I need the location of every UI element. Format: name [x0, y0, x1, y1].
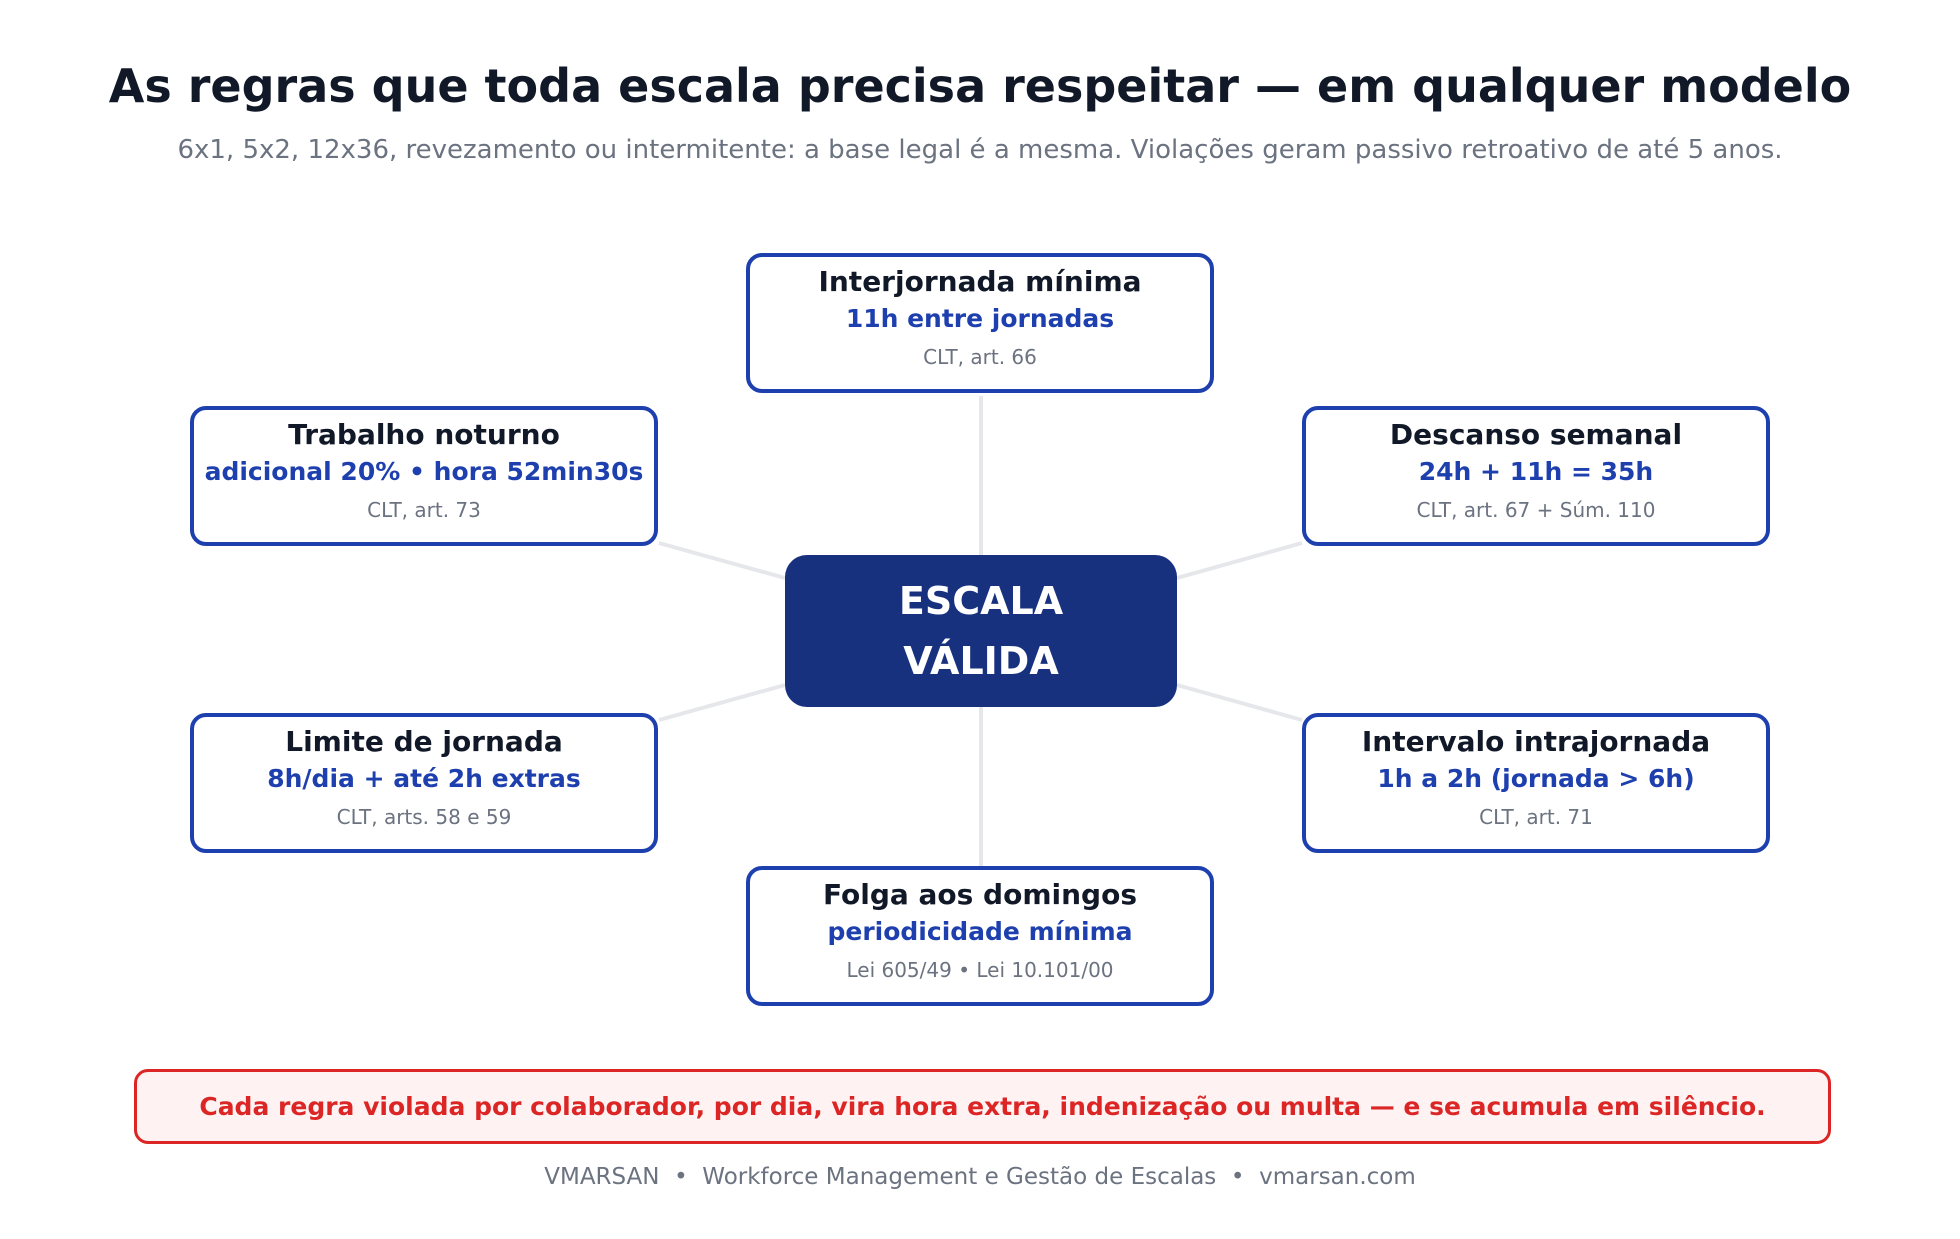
connector-lower-right [1176, 683, 1303, 722]
rule-title: Descanso semanal [1389, 418, 1683, 451]
rule-box-interjornada: Interjornada mínima 11h entre jornadas C… [746, 253, 1214, 393]
rule-value: periodicidade mínima [827, 917, 1133, 946]
warning-banner: Cada regra violada por colaborador, por … [134, 1069, 1831, 1144]
rule-reference: Lei 605/49 • Lei 10.101/00 [846, 958, 1114, 982]
rule-reference: CLT, art. 73 [367, 498, 481, 522]
rule-title: Limite de jornada [285, 725, 563, 758]
connector-upper-left [658, 541, 786, 580]
rule-box-descanso-semanal: Descanso semanal 24h + 11h = 35h CLT, ar… [1302, 406, 1770, 546]
connector-lower-left [658, 683, 786, 722]
rule-box-folga-domingos: Folga aos domingos periodicidade mínima … [746, 866, 1214, 1006]
page-subtitle: 6x1, 5x2, 12x36, revezamento ou intermit… [177, 135, 1783, 165]
rule-value: 1h a 2h (jornada > 6h) [1377, 764, 1695, 793]
rule-reference: CLT, art. 71 [1479, 805, 1593, 829]
footer: VMARSAN • Workforce Management e Gestão … [544, 1164, 1416, 1190]
rule-value: adicional 20% • hora 52min30s [204, 457, 644, 486]
rule-reference: CLT, arts. 58 e 59 [336, 805, 512, 829]
rule-reference: CLT, art. 67 + Súm. 110 [1416, 498, 1656, 522]
page-title: As regras que toda escala precisa respei… [108, 59, 1852, 113]
rule-value: 8h/dia + até 2h extras [267, 764, 581, 793]
rule-value: 11h entre jornadas [845, 304, 1115, 333]
rule-box-intervalo-intrajornada: Intervalo intrajornada 1h a 2h (jornada … [1302, 713, 1770, 853]
center-node-escala-valida: ESCALA VÁLIDA [785, 555, 1177, 707]
rule-reference: CLT, art. 66 [923, 345, 1037, 369]
rule-title: Trabalho noturno [288, 418, 560, 451]
connector-upper-right [1176, 541, 1303, 580]
rule-box-trabalho-noturno: Trabalho noturno adicional 20% • hora 52… [190, 406, 658, 546]
rule-value: 24h + 11h = 35h [1418, 457, 1654, 486]
rule-title: Intervalo intrajornada [1361, 725, 1711, 758]
rule-box-limite-jornada: Limite de jornada 8h/dia + até 2h extras… [190, 713, 658, 853]
rule-title: Interjornada mínima [818, 265, 1142, 298]
rule-title: Folga aos domingos [823, 878, 1137, 911]
